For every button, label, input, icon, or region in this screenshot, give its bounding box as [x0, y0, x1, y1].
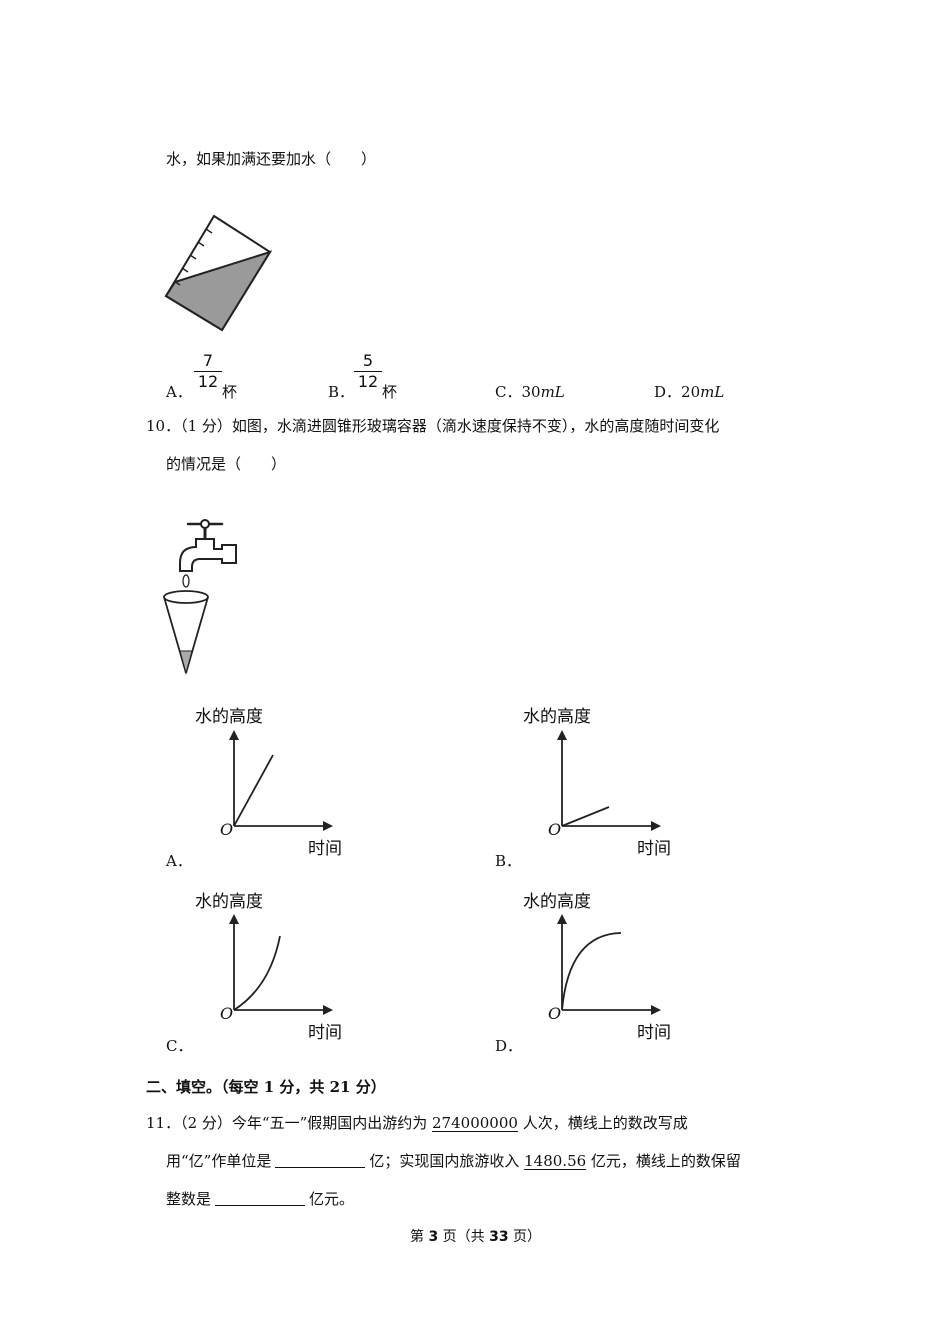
- tilted-measuring-cup-figure: [164, 214, 273, 332]
- q9-option-b-label: B．: [328, 383, 355, 401]
- fraction-bar: [194, 371, 222, 372]
- q11-line2: 用“亿”作单位是 亿；实现国内旅游收入 1480.56 亿元，横线上的数保留: [166, 1150, 741, 1171]
- graph-b-y-axis-label: 水的高度: [523, 707, 591, 727]
- graph-d-x-axis-label: 时间: [637, 1023, 671, 1043]
- q9-option-a-unit: 杯: [222, 383, 238, 401]
- graph-d-axes: [557, 914, 661, 1015]
- graph-b-origin: O: [548, 820, 562, 839]
- graph-c-y-axis-label: 水的高度: [195, 892, 263, 912]
- footer-prefix: 第: [410, 1229, 429, 1245]
- graph-b-option-label: B．: [495, 852, 522, 870]
- q10-stem-line2: 的情况是（ ）: [166, 455, 287, 473]
- graph-a-curve: [233, 754, 274, 827]
- q11-line3-pre: 整数是: [166, 1190, 212, 1208]
- q9-stem-tail: 水，如果加满还要加水（ ）: [166, 150, 377, 168]
- graph-b-x-axis-label: 时间: [637, 839, 671, 859]
- fraction-bar: [354, 371, 382, 372]
- footer-page-number: 3: [428, 1229, 439, 1245]
- graph-c-x-axis-label: 时间: [308, 1023, 342, 1043]
- graph-c-origin: O: [220, 1004, 234, 1023]
- graph-d-y-axis-label: 水的高度: [523, 892, 591, 912]
- section-heading: 二、填空。（每空 1 分，共 21 分）: [146, 1078, 386, 1096]
- q11-line2-mid: 亿；实现国内旅游收入: [369, 1152, 525, 1170]
- q10-stem-line1: 10．（1 分）如图，水滴进圆锥形玻璃容器（滴水速度保持不变），水的高度随时间变…: [146, 417, 720, 435]
- q11-line2-post: 亿元，横线上的数保留: [586, 1152, 741, 1170]
- graph-a-option-label: A．: [166, 852, 192, 870]
- q9-option-a-numerator: 7: [202, 351, 214, 370]
- q9-option-d-unit: mL: [700, 383, 725, 401]
- graph-b-axes: [557, 730, 661, 831]
- q9-option-a-label: A．: [166, 383, 192, 401]
- footer-suffix: 页）: [508, 1229, 542, 1245]
- q11-line3-post: 亿元。: [309, 1190, 355, 1208]
- q9-option-a-fraction: 7 12: [194, 352, 222, 391]
- q9-option-c-unit: mL: [540, 383, 565, 401]
- footer-middle: 页（共: [438, 1229, 490, 1245]
- q9-option-d-label: D．: [654, 383, 682, 401]
- q11-line2-pre: 用“亿”作单位是: [166, 1152, 272, 1170]
- graph-d-origin: O: [548, 1004, 562, 1023]
- q11-underlined-number: 274000000: [432, 1114, 518, 1132]
- graph-c-curve: [233, 935, 281, 1011]
- q9-option-c-label: C．: [495, 383, 522, 401]
- q9-option-b-unit: 杯: [382, 383, 398, 401]
- graph-d-option-label: D．: [495, 1037, 523, 1055]
- q9-option-b-denominator: 12: [357, 372, 379, 391]
- q9-option-d-value: 20: [681, 383, 701, 401]
- q9-option-b-numerator: 5: [362, 351, 374, 370]
- graph-d-curve: [561, 932, 622, 1011]
- graph-a-x-axis-label: 时间: [308, 839, 342, 859]
- q11-line1-pre: 11．（2 分）今年“五一”假期国内出游约为: [146, 1114, 433, 1132]
- graph-c-axes: [229, 914, 333, 1015]
- graph-c-option-label: C．: [166, 1037, 193, 1055]
- graph-a-axes: [229, 730, 333, 831]
- q9-option-c: C．30mL: [495, 381, 565, 402]
- footer-total-pages: 33: [489, 1229, 509, 1245]
- page-footer: 第 3 页（共 33 页）: [410, 1226, 541, 1246]
- q11-line1-post: 人次，横线上的数改写成: [517, 1114, 688, 1132]
- q9-option-c-value: 30: [521, 383, 541, 401]
- graph-a-y-axis-label: 水的高度: [195, 707, 263, 727]
- faucet-cone-figure: [163, 519, 237, 675]
- answer-blank-2[interactable]: [215, 1191, 306, 1206]
- q9-option-b-fraction: 5 12: [354, 352, 382, 391]
- graph-b-curve: [561, 806, 610, 827]
- answer-blank-1[interactable]: [275, 1153, 366, 1168]
- graph-a-origin: O: [220, 820, 234, 839]
- q11-underlined-income: 1480.56: [524, 1152, 587, 1170]
- q11-line1: 11．（2 分）今年“五一”假期国内出游约为 274000000 人次，横线上的…: [146, 1112, 688, 1133]
- q11-line3: 整数是 亿元。: [166, 1188, 354, 1209]
- q9-option-d: D．20mL: [654, 381, 724, 402]
- q9-option-a-denominator: 12: [197, 372, 219, 391]
